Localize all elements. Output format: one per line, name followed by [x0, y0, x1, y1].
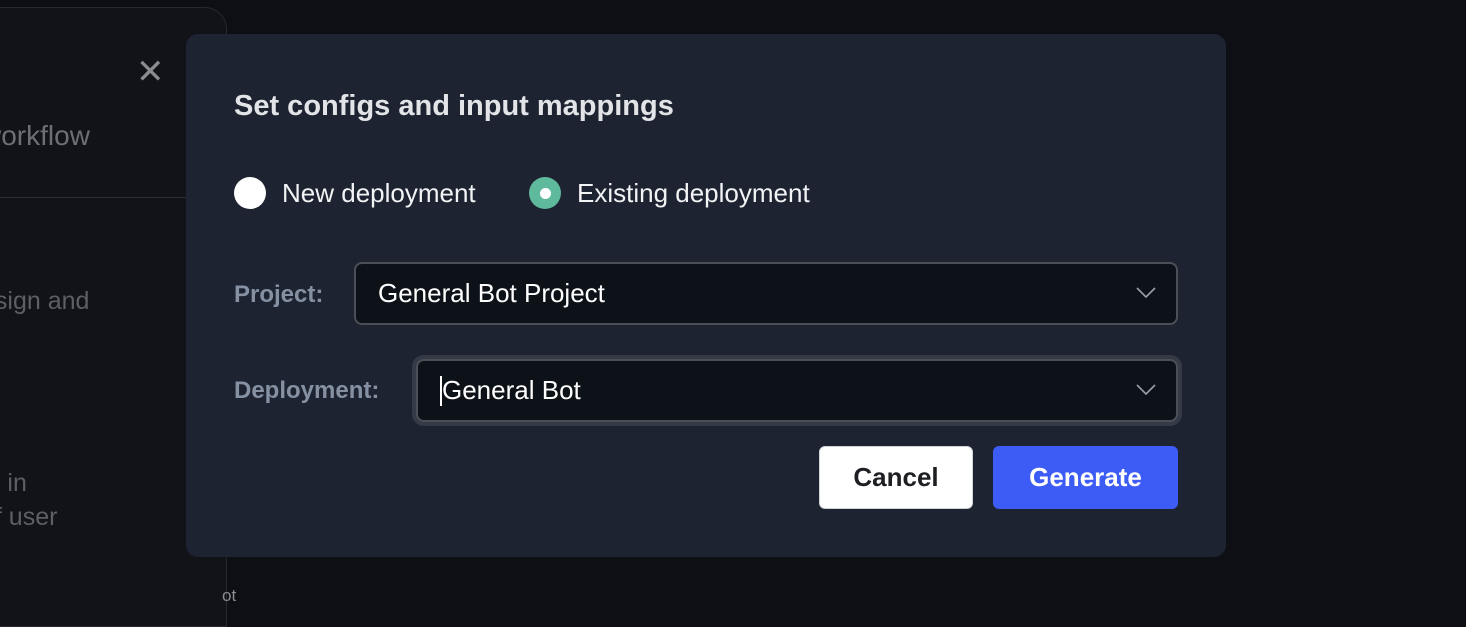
radio-label: New deployment — [282, 177, 476, 208]
panel-text: esign and — [0, 287, 90, 315]
cancel-button[interactable]: Cancel — [819, 446, 973, 509]
dialog-title: Set configs and input mappings — [234, 90, 674, 122]
chevron-down-icon — [1136, 384, 1156, 396]
radio-circle[interactable] — [234, 177, 266, 209]
text-cursor — [440, 375, 442, 406]
radio-circle-selected[interactable] — [529, 177, 561, 209]
project-value: General Bot Project — [378, 278, 605, 308]
radio-existing-deployment[interactable]: Existing deployment — [529, 177, 810, 209]
config-dialog: Set configs and input mappings New deplo… — [186, 34, 1226, 557]
panel-title: workflow — [0, 120, 90, 151]
project-select[interactable]: General Bot Project — [354, 262, 1178, 325]
panel-text: of user — [0, 503, 58, 531]
project-label: Project: — [234, 281, 324, 308]
panel-text: ts in — [0, 469, 27, 497]
deployment-label: Deployment: — [234, 377, 380, 404]
divider — [0, 197, 228, 198]
deployment-select[interactable]: General Bot — [416, 359, 1178, 422]
close-icon[interactable]: ✕ — [136, 53, 165, 91]
radio-new-deployment[interactable]: New deployment — [234, 177, 476, 209]
chevron-down-icon — [1136, 287, 1156, 299]
generate-button[interactable]: Generate — [993, 446, 1178, 509]
background-text: ot — [222, 586, 237, 605]
deployment-value: General Bot — [442, 375, 581, 405]
radio-label: Existing deployment — [577, 177, 810, 208]
